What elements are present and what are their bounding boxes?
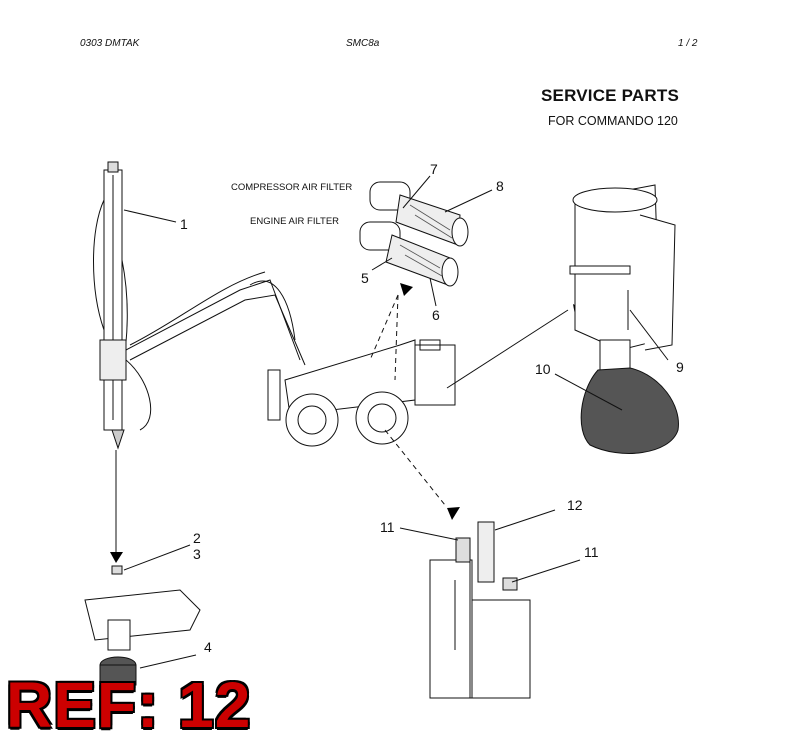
label-engine-air-filter: ENGINE AIR FILTER [250, 216, 340, 227]
callout-6: 6 [432, 307, 440, 323]
callout-5: 5 [361, 270, 369, 286]
callout-11-left: 11 [380, 519, 395, 535]
header-doc-code: 0303 DMTAK [80, 38, 140, 49]
leader-10 [554, 373, 623, 411]
leader-11b [511, 559, 581, 583]
leader-8 [444, 189, 493, 213]
callout-7: 7 [430, 161, 438, 177]
leader-4 [139, 654, 197, 669]
carrier-vehicle [267, 339, 456, 447]
bit-assembly [84, 565, 201, 686]
callout-8: 8 [496, 178, 504, 194]
header-sheet-id: SMC8a [346, 38, 380, 49]
pointer-arrows [110, 283, 584, 563]
boom-arm [125, 271, 306, 366]
compressor-air-filter [369, 181, 469, 247]
leader-6 [429, 277, 437, 307]
callout-4: 4 [204, 639, 212, 655]
leader-2-3 [123, 544, 191, 571]
callout-1: 1 [180, 216, 188, 232]
label-compressor-air-filter: COMPRESSOR AIR FILTER [231, 182, 353, 193]
leader-11a [399, 527, 459, 541]
leader-5 [371, 257, 393, 271]
callout-9: 9 [676, 359, 684, 375]
drill-mast [93, 161, 152, 450]
reference-stamp: REF: 12 [6, 669, 252, 741]
pointer-lines [369, 294, 446, 506]
callout-3: 3 [193, 546, 201, 562]
leader-1 [123, 209, 177, 223]
page-title: SERVICE PARTS [541, 86, 680, 105]
leader-12 [494, 509, 556, 531]
page-subtitle: FOR COMMANDO 120 [548, 114, 678, 128]
callout-10: 10 [535, 361, 551, 377]
callout-11-right: 11 [584, 544, 599, 560]
callout-12: 12 [567, 497, 583, 513]
leader-9 [629, 309, 669, 361]
dust-collector [569, 184, 679, 454]
header-page-number: 1 / 2 [678, 38, 698, 49]
engine-air-filter [359, 221, 459, 287]
callout-2: 2 [193, 530, 201, 546]
vehicle-to-dust-line [446, 309, 569, 389]
tank-assembly [429, 521, 531, 699]
leader-7 [402, 175, 431, 209]
